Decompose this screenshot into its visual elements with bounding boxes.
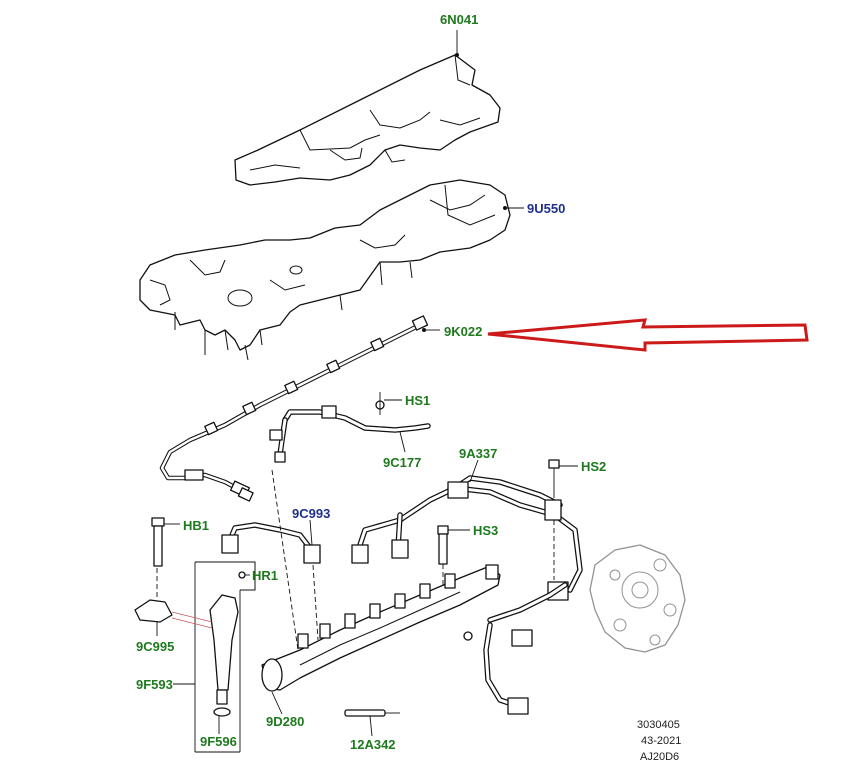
label-9c993: 9C993 — [292, 506, 330, 521]
label-9d280: 9D280 — [266, 714, 304, 729]
label-9f593: 9F593 — [136, 677, 173, 692]
bolt-hs3-icon — [437, 525, 449, 565]
label-hs1: HS1 — [405, 393, 430, 408]
label-9a337: 9A337 — [459, 446, 497, 461]
label-9f596: 9F596 — [200, 734, 237, 749]
label-9u550: 9U550 — [527, 201, 565, 216]
glow-plug — [344, 709, 400, 717]
label-9k022: 9K022 — [444, 324, 482, 339]
label-hs2: HS2 — [581, 459, 606, 474]
label-9c995: 9C995 — [136, 639, 174, 654]
fuel-pump — [589, 544, 686, 653]
label-hr1: HR1 — [252, 568, 278, 583]
label-6n041: 6N041 — [440, 12, 478, 27]
label-hb1: HB1 — [183, 518, 209, 533]
engine-top-cover — [234, 54, 501, 186]
high-pressure-pipes — [351, 475, 583, 715]
footer-code-1: 3030405 — [637, 719, 680, 731]
highlight-arrow — [487, 318, 809, 352]
wiring-harness — [159, 315, 429, 502]
bolt-hs2-icon — [548, 459, 560, 498]
injector-clamp — [134, 599, 213, 629]
footer-code-2: 43-2021 — [641, 735, 681, 747]
injector-group — [194, 561, 256, 753]
lower-engine-cover — [139, 179, 511, 361]
fuel-rail — [261, 564, 501, 692]
footer-code-3: AJ20D6 — [640, 751, 679, 763]
label-hs3: HS3 — [473, 523, 498, 538]
label-9c177: 9C177 — [383, 455, 421, 470]
fuel-return-pipe — [269, 392, 431, 463]
bolt-hb1-icon — [151, 517, 165, 567]
injector-fuel-pipe — [221, 522, 321, 564]
label-12a342: 12A342 — [350, 737, 396, 752]
